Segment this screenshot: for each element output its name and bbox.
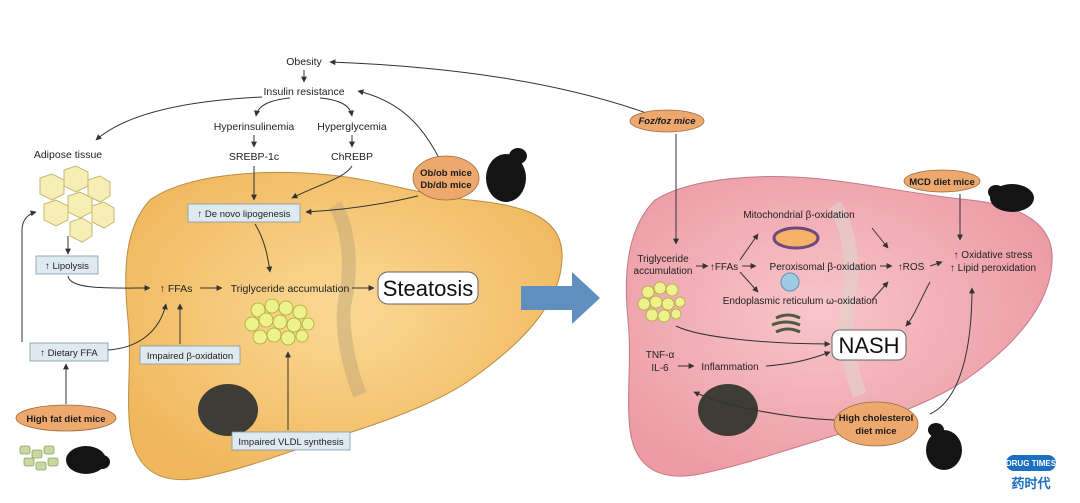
ros-label: ↑ROS	[898, 262, 925, 273]
steatosis-box	[377, 271, 479, 305]
hyperglycemia-label: Hyperglycemia	[317, 121, 387, 133]
de-novo-label: ↑ De novo lipogenesis	[198, 209, 291, 220]
high-fat-mouse-icon	[66, 446, 110, 474]
impaired-beta-box	[139, 345, 241, 365]
hc-mouse-icon	[926, 423, 962, 470]
high-fat-label: High fat diet mice	[26, 414, 105, 425]
il6-label: IL-6	[651, 363, 669, 374]
inflammation-label: Inflammation	[701, 362, 758, 373]
watermark: DRUG TIMES 药时代	[1006, 455, 1057, 491]
ffas-label: ↑ FFAs	[160, 283, 193, 295]
dietary-ffa-label: ↑ Dietary FFA	[40, 348, 98, 359]
de-novo-box	[187, 203, 301, 223]
lipid-droplets-right	[637, 281, 686, 323]
tg-accumulation-label: Triglyceride accumulation	[231, 283, 350, 295]
obob-line2: Db/db mice	[420, 180, 471, 191]
hc-line2: diet mice	[855, 426, 896, 437]
adipose-label: Adipose tissue	[34, 149, 102, 161]
obesity-label: Obesity	[286, 56, 322, 68]
obob-mouse-icon	[486, 148, 527, 202]
insulin-resistance-label: Insulin resistance	[263, 86, 344, 98]
mcd-label: MCD diet mice	[909, 177, 974, 188]
impaired-beta-label: Impaired β-oxidation	[147, 351, 233, 362]
svg-text:药时代: 药时代	[1011, 476, 1050, 491]
impaired-vldl-label: Impaired VLDL synthesis	[238, 437, 344, 448]
foz-mice-oval	[629, 109, 705, 133]
high-cholesterol-oval	[833, 401, 919, 447]
hc-line1: High cholesterol	[839, 413, 913, 424]
lipolysis-label: ↑ Lipolysis	[45, 261, 89, 272]
obob-mice-oval	[412, 155, 480, 201]
right-liver	[625, 176, 1053, 477]
mito-label: Mitochondrial β-oxidation	[743, 210, 854, 221]
mcd-mouse-icon	[988, 184, 1034, 212]
svg-text:DRUG TIMES: DRUG TIMES	[1006, 459, 1057, 468]
tg-line2: accumulation	[634, 266, 693, 277]
steatosis-label: Steatosis	[383, 276, 474, 301]
ox-stress-label: ↑ Oxidative stress	[954, 250, 1033, 261]
nash-box	[831, 329, 907, 361]
er-label: Endoplasmic reticulum ω-oxidation	[723, 296, 878, 307]
lipid-droplets	[244, 298, 315, 346]
high-fat-oval	[15, 404, 117, 432]
mcd-mice-oval	[903, 169, 981, 193]
mitochondria-icon	[772, 226, 820, 250]
tnf-label: TNF-α	[646, 350, 675, 361]
adipose-cells	[39, 165, 115, 243]
tg-line1: Triglyceride	[637, 254, 689, 265]
perox-label: Peroxisomal β-oxidation	[770, 262, 877, 273]
watermark-badge	[1006, 455, 1056, 471]
impaired-vldl-box	[231, 431, 351, 451]
gallbladder	[198, 384, 258, 436]
transition-arrow	[521, 272, 600, 324]
gallbladder-right	[698, 384, 758, 436]
peroxisome-icon	[780, 272, 800, 292]
lipolysis-box	[35, 255, 99, 275]
left-liver	[125, 171, 563, 481]
chrebp-label: ChREBP	[331, 151, 373, 163]
right-ffas-label: ↑FFAs	[710, 262, 738, 273]
foz-label: Foz/foz mice	[638, 116, 696, 127]
nash-label: NASH	[838, 333, 899, 358]
food-pellets-icon	[19, 445, 59, 471]
hyperinsulinemia-label: Hyperinsulinemia	[214, 121, 295, 133]
obob-line1: Ob/ob mice	[420, 168, 472, 179]
er-icon	[771, 313, 801, 334]
lipid-perox-label: ↑ Lipid peroxidation	[950, 263, 1036, 274]
srebp-label: SREBP-1c	[229, 151, 279, 163]
dietary-ffa-box	[29, 342, 109, 362]
